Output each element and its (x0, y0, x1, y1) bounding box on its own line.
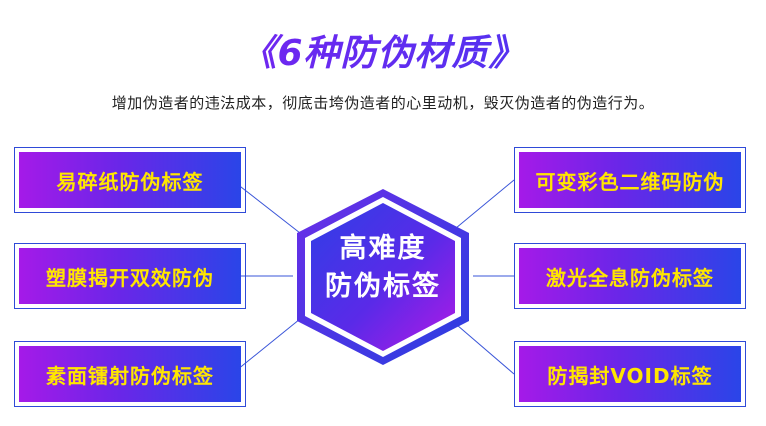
connector-line-left-1 (231, 179, 301, 234)
material-box-right-3: 防揭封VOID标签 (514, 341, 746, 407)
material-label-left-2: 塑膜揭开双效防伪 (19, 248, 241, 304)
material-label-left-1: 易碎纸防伪标签 (19, 152, 241, 208)
center-hexagon (293, 187, 473, 371)
connector-line-left-3 (231, 318, 301, 375)
material-box-left-2: 塑膜揭开双效防伪 (14, 243, 246, 309)
connector-line-right-1 (449, 179, 515, 234)
page-title: 《6种防伪材质》 (0, 24, 766, 76)
material-box-left-3: 素面镭射防伪标签 (14, 341, 246, 407)
material-box-left-1: 易碎纸防伪标签 (14, 147, 246, 213)
center-label-line1: 高难度 (339, 233, 427, 264)
material-label-right-3: 防揭封VOID标签 (519, 346, 741, 402)
center-label: 高难度 防伪标签 (293, 230, 473, 306)
material-box-right-2: 激光全息防伪标签 (514, 243, 746, 309)
connector-line-right-3 (449, 318, 515, 375)
material-box-right-1: 可变彩色二维码防伪 (514, 147, 746, 213)
material-label-right-2: 激光全息防伪标签 (519, 248, 741, 304)
material-label-right-1: 可变彩色二维码防伪 (519, 152, 741, 208)
page-subtitle: 增加伪造者的违法成本，彻底击垮伪造者的心里动机，毁灭伪造者的伪造行为。 (111, 94, 655, 112)
material-label-left-3: 素面镭射防伪标签 (19, 346, 241, 402)
center-label-line2: 防伪标签 (325, 271, 441, 302)
